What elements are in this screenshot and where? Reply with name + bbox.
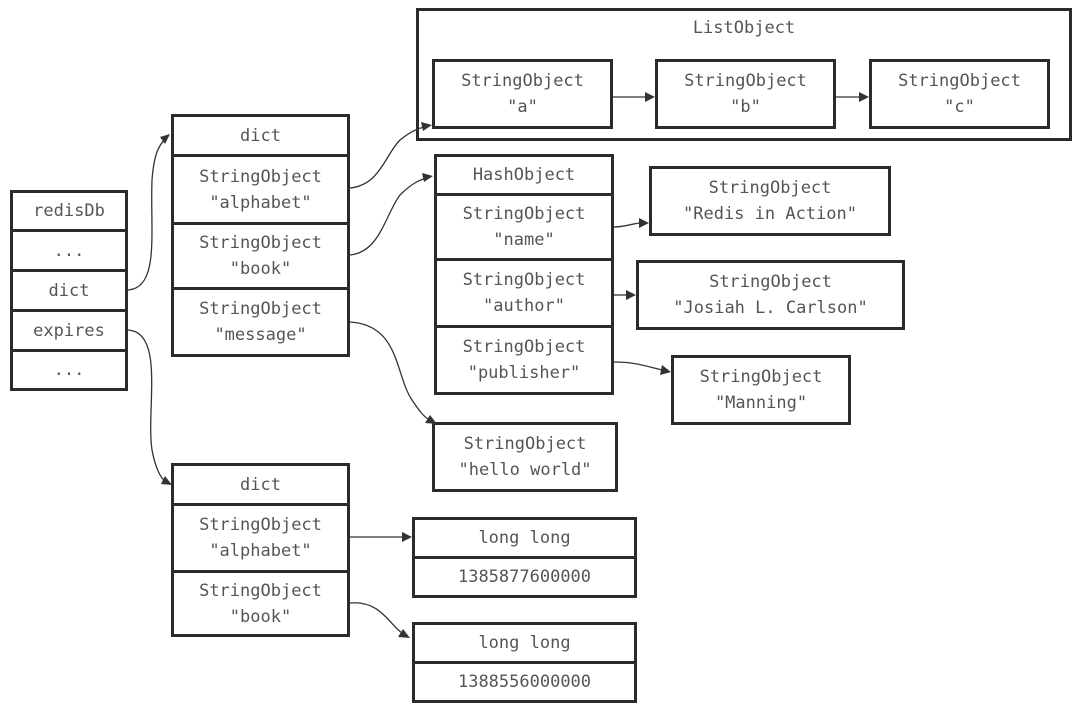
redisdb-ellipsis: ... xyxy=(53,240,85,261)
expires-key-book: StringObject "book" xyxy=(171,570,350,637)
value-text: "Manning" xyxy=(714,393,808,413)
message-value: StringObject "hello world" xyxy=(432,422,618,492)
key-type: StringObject xyxy=(199,580,322,601)
hash-object-header: HashObject xyxy=(434,154,614,196)
redisdb-expires-cell: expires xyxy=(10,309,128,352)
hash-field-publisher: StringObject "publisher" xyxy=(434,325,614,395)
key-type: StringObject xyxy=(199,515,322,535)
key-name: "book" xyxy=(229,606,292,627)
value-type: StringObject xyxy=(463,434,587,454)
arrow-dict-to-keyspace xyxy=(127,134,170,291)
expire-type-label: long long xyxy=(478,528,571,548)
item-value: "b" xyxy=(730,97,761,117)
value-type: StringObject xyxy=(708,178,832,198)
key-name: "alphabet" xyxy=(209,192,312,213)
arrow-alphabet-to-expire xyxy=(350,532,412,542)
value-type: StringObject xyxy=(699,367,823,387)
arrow-message-to-hello xyxy=(349,321,437,424)
field-type: StringObject xyxy=(462,270,586,290)
value-type: StringObject xyxy=(709,272,832,292)
expire-time-2-value: 1388556000000 xyxy=(412,661,637,703)
arrow-name-to-value xyxy=(613,218,649,228)
expire-time-1-type: long long xyxy=(412,517,637,559)
expires-dict-header: dict xyxy=(171,463,350,506)
field-name: "author" xyxy=(483,296,565,316)
arrow-author-to-value xyxy=(614,290,636,300)
item-value: "a" xyxy=(507,97,538,117)
field-name: "name" xyxy=(493,230,555,250)
hash-object-title: HashObject xyxy=(472,165,576,185)
item-type: StringObject xyxy=(898,71,1021,91)
list-item-a: StringObject "a" xyxy=(432,59,613,129)
expire-timestamp: 1388556000000 xyxy=(457,672,592,692)
hash-value-publisher: StringObject "Manning" xyxy=(671,355,851,425)
expire-time-2-type: long long xyxy=(412,622,637,664)
redisdb-ellipsis-cell-2: ... xyxy=(10,349,128,391)
expire-type-label: long long xyxy=(478,633,571,653)
field-type: StringObject xyxy=(462,337,586,357)
hash-value-author: StringObject "Josiah L. Carlson" xyxy=(636,260,905,330)
item-value: "c" xyxy=(944,97,975,117)
value-text: "Josiah L. Carlson" xyxy=(673,298,868,318)
expires-dict-title: dict xyxy=(240,474,281,495)
arrow-book-to-hash xyxy=(349,173,433,256)
hash-field-author: StringObject "author" xyxy=(434,258,614,328)
field-name: "publisher" xyxy=(467,363,581,383)
keyspace-key-book: StringObject "book" xyxy=(171,222,350,290)
redisdb-title: redisDb xyxy=(33,201,105,221)
key-name: "book" xyxy=(229,259,292,279)
redisdb-dict-cell: dict xyxy=(10,269,128,312)
key-type: StringObject xyxy=(199,233,322,253)
redisdb-ellipsis-2: ... xyxy=(53,360,85,380)
keyspace-key-message: StringObject "message" xyxy=(171,287,350,357)
hash-value-name: StringObject "Redis in Action" xyxy=(649,166,891,236)
list-item-c: StringObject "c" xyxy=(869,59,1050,129)
expire-time-1-value: 1385877600000 xyxy=(412,556,637,598)
key-name: "alphabet" xyxy=(209,541,312,561)
hash-field-name: StringObject "name" xyxy=(434,193,614,261)
value-text: "hello world" xyxy=(458,460,592,480)
key-name: "message" xyxy=(214,325,307,345)
item-type: StringObject xyxy=(461,71,584,91)
arrow-publisher-to-value xyxy=(613,361,671,375)
item-type: StringObject xyxy=(684,71,807,91)
key-type: StringObject xyxy=(199,166,322,187)
keyspace-dict-header: dict xyxy=(171,114,350,157)
arrow-book-to-expire xyxy=(349,602,410,638)
arrow-expires-to-expires-dict xyxy=(127,329,172,485)
expires-key-alphabet: StringObject "alphabet" xyxy=(171,503,350,573)
field-type: StringObject xyxy=(462,204,586,224)
key-type: StringObject xyxy=(199,299,322,319)
redisdb-expires-label: expires xyxy=(33,320,105,341)
keyspace-key-alphabet: StringObject "alphabet" xyxy=(171,154,350,225)
keyspace-dict-title: dict xyxy=(240,125,281,146)
list-object-title: ListObject xyxy=(692,18,796,38)
redisdb-dict-label: dict xyxy=(48,280,90,301)
expire-timestamp: 1385877600000 xyxy=(457,567,592,587)
value-text: "Redis in Action" xyxy=(683,204,857,224)
redisdb-ellipsis-cell: ... xyxy=(10,229,128,272)
redisdb-title-cell: redisDb xyxy=(10,190,128,232)
list-item-b: StringObject "b" xyxy=(655,59,836,129)
